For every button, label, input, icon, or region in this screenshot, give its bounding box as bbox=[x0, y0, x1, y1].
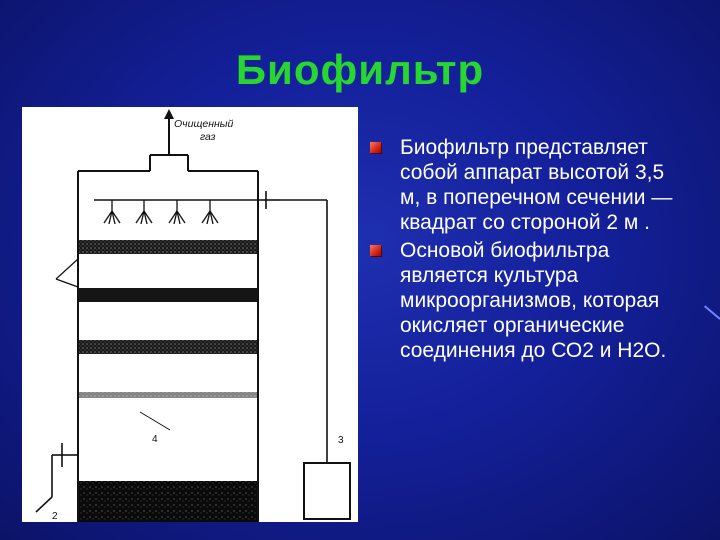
recirculation-line bbox=[280, 199, 328, 463]
bullet-item: Биофильтр представляет собой аппарат выс… bbox=[370, 135, 690, 235]
callout-4: 4 bbox=[152, 434, 158, 445]
bullet-square-icon bbox=[370, 245, 381, 256]
filter-layers bbox=[79, 240, 257, 522]
biofilter-diagram: Очищенный газ bbox=[22, 107, 358, 522]
bullet-item: Основой биофильтра является культура мик… bbox=[370, 238, 690, 363]
slide-title: Биофильтр bbox=[235, 46, 485, 93]
bullet-list: Биофильтр представляет собой аппарат выс… bbox=[370, 135, 690, 366]
bullet-text: Основой биофильтра является культура мик… bbox=[400, 239, 667, 362]
gas-inlet-pipe bbox=[35, 443, 78, 513]
callout-3: 3 bbox=[338, 435, 344, 446]
outlet-pipe bbox=[149, 117, 189, 171]
water-tank bbox=[303, 462, 351, 520]
bullet-text: Биофильтр представляет собой аппарат выс… bbox=[400, 136, 673, 234]
sprinkler-header bbox=[94, 191, 280, 209]
column-shell bbox=[77, 170, 259, 522]
outlet-label-line1: Очищенный bbox=[174, 118, 233, 130]
bullet-square-icon bbox=[370, 142, 381, 153]
callout-leaders bbox=[139, 411, 171, 431]
callout-2: 2 bbox=[52, 511, 58, 522]
outlet-arrow-icon bbox=[164, 109, 174, 119]
outlet-label-line2: газ bbox=[200, 131, 216, 143]
side-support bbox=[55, 258, 79, 288]
decorative-line bbox=[704, 305, 720, 320]
sprinkler-nozzles bbox=[103, 200, 219, 225]
